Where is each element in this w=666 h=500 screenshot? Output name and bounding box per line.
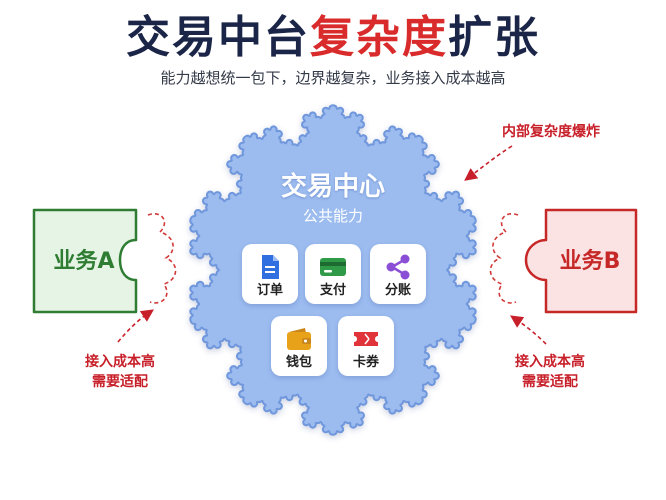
capability-label: 卡券 xyxy=(352,355,379,370)
capability-card-wallet: 钱包 xyxy=(271,316,327,376)
wallet-icon xyxy=(287,328,311,350)
ghost-tab-right xyxy=(489,213,519,304)
arrow-access-a xyxy=(117,309,154,343)
annotation-access-b: 接入成本高 需要适配 xyxy=(490,352,610,392)
business-a-label: 业务A xyxy=(53,249,115,274)
capability-label: 支付 xyxy=(319,283,346,298)
annotation-access-b-line-1: 接入成本高 xyxy=(515,354,585,370)
capability-label: 分账 xyxy=(384,283,411,298)
card-icon xyxy=(320,258,346,276)
capability-card-order: 订单 xyxy=(242,244,298,304)
business-b-label: 业务B xyxy=(559,249,621,274)
arrow-access-b xyxy=(510,315,547,345)
ghost-tab-left xyxy=(147,213,177,304)
title-part-3: 扩张 xyxy=(448,12,540,63)
hub-title: 交易中心 xyxy=(280,172,385,202)
ticket-icon xyxy=(354,332,378,346)
annotation-complexity: 内部复杂度爆炸 xyxy=(502,124,600,140)
capability-label: 订单 xyxy=(256,283,283,298)
page-subtitle: 能力越想统一包下，边界越复杂，业务接入成本越高 xyxy=(160,69,506,87)
hub-subtitle: 公共能力 xyxy=(302,207,363,225)
document-icon xyxy=(262,255,279,279)
title-part-1: 交易中台 xyxy=(126,12,310,63)
title-highlight: 复杂度 xyxy=(310,12,448,63)
business-b-puzzle-piece xyxy=(524,208,638,314)
annotation-access-a-line-1: 接入成本高 xyxy=(85,354,155,370)
capability-card-split: 分账 xyxy=(370,244,426,304)
capability-label: 钱包 xyxy=(285,355,312,370)
capability-card-payment: 支付 xyxy=(305,244,361,304)
annotation-access-b-line-2: 需要适配 xyxy=(522,374,578,390)
arrow-complexity xyxy=(464,145,513,181)
annotation-access-a-line-2: 需要适配 xyxy=(92,374,148,390)
annotation-access-a: 接入成本高 需要适配 xyxy=(60,352,180,392)
page-title: 交易中台复杂度扩张 xyxy=(0,8,666,68)
capability-card-coupon: 卡券 xyxy=(338,316,394,376)
share-icon xyxy=(386,254,410,280)
business-a-puzzle-piece xyxy=(32,208,138,314)
